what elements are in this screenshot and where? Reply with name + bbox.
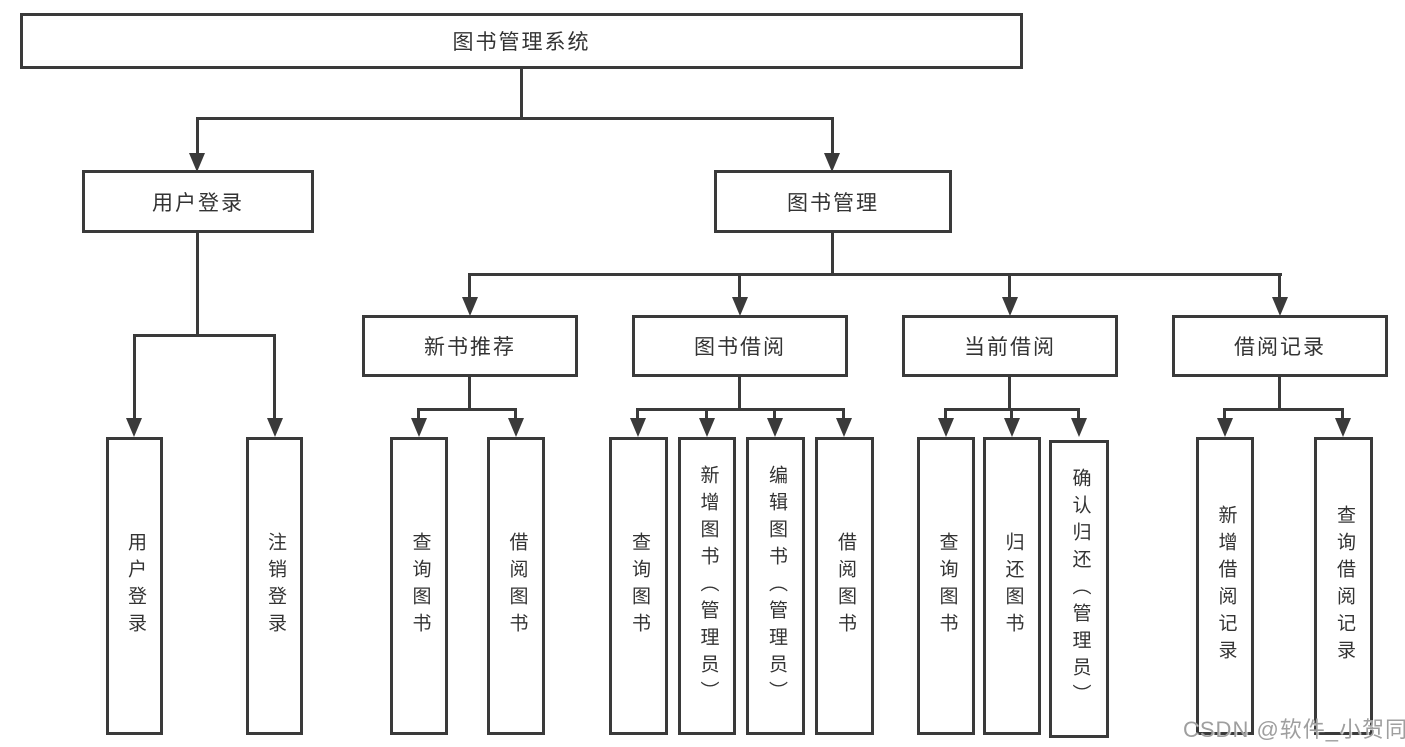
- node-current-borrow: 当前借阅: [902, 315, 1118, 377]
- node-label: 当前借阅: [964, 336, 1056, 359]
- leaf-add-book-admin: 新增图书（管理员）: [678, 437, 736, 735]
- arrowhead-down-icon: [411, 418, 427, 437]
- connector-rail: [636, 408, 845, 411]
- leaf-borrow-books-recommend: 借阅图书: [487, 437, 545, 735]
- leaf-label: 查询图书: [936, 532, 958, 640]
- connector-level3-rail: [468, 273, 1282, 276]
- arrowhead-down-icon: [836, 418, 852, 437]
- connector-stub: [1010, 408, 1013, 418]
- arrowhead-down-icon: [1272, 297, 1288, 316]
- node-label: 新书推荐: [424, 336, 516, 359]
- connector-stem: [738, 377, 741, 411]
- connector-stem: [1278, 377, 1281, 411]
- node-label: 图书借阅: [694, 336, 786, 359]
- arrowhead-down-icon: [824, 153, 840, 172]
- leaf-label: 归还图书: [1002, 532, 1024, 640]
- connector-rail: [417, 408, 517, 411]
- arrowhead-down-icon: [1217, 418, 1233, 437]
- leaf-label: 用户登录: [124, 532, 146, 640]
- leaf-query-borrow-record: 查询借阅记录: [1314, 437, 1373, 735]
- leaf-label: 确认归还（管理员）: [1069, 467, 1091, 711]
- connector-rail: [133, 334, 276, 337]
- leaf-label: 查询图书: [409, 532, 431, 640]
- connector-stub: [1223, 408, 1226, 418]
- arrowhead-down-icon: [189, 153, 205, 172]
- connector-stub: [1278, 273, 1281, 297]
- csdn-watermark: CSDN @软件_小贺同学: [1183, 717, 1405, 742]
- connector-stem: [831, 233, 834, 276]
- leaf-label: 注销登录: [264, 532, 286, 640]
- leaf-return-book: 归还图书: [983, 437, 1041, 735]
- leaf-query-books-borrow: 查询图书: [609, 437, 668, 735]
- node-borrow-records: 借阅记录: [1172, 315, 1388, 377]
- arrowhead-down-icon: [462, 297, 478, 316]
- arrowhead-down-icon: [126, 418, 142, 437]
- leaf-label: 新增图书（管理员）: [697, 464, 719, 708]
- connector-stub: [514, 408, 517, 418]
- leaf-query-books-current: 查询图书: [917, 437, 975, 735]
- connector-stub: [831, 117, 834, 153]
- connector-stub: [1008, 273, 1011, 297]
- node-book-management: 图书管理: [714, 170, 952, 233]
- arrowhead-down-icon: [767, 418, 783, 437]
- node-root: 图书管理系统: [20, 13, 1023, 69]
- leaf-query-books-recommend: 查询图书: [390, 437, 448, 735]
- node-new-book-recommend: 新书推荐: [362, 315, 578, 377]
- connector-stub: [273, 334, 276, 418]
- connector-rail: [1223, 408, 1344, 411]
- leaf-label: 编辑图书（管理员）: [765, 464, 787, 708]
- arrowhead-down-icon: [630, 418, 646, 437]
- connector-stem: [1008, 377, 1011, 411]
- connector-stub: [1341, 408, 1344, 418]
- connector-stub: [944, 408, 947, 418]
- connector-stub: [417, 408, 420, 418]
- node-label: 用户登录: [152, 191, 244, 215]
- connector-stem: [196, 233, 199, 337]
- connector-stub: [1077, 408, 1080, 418]
- arrowhead-down-icon: [732, 297, 748, 316]
- leaf-label: 借阅图书: [506, 532, 528, 640]
- leaf-edit-book-admin: 编辑图书（管理员）: [746, 437, 805, 735]
- leaf-add-borrow-record: 新增借阅记录: [1196, 437, 1254, 735]
- arrowhead-down-icon: [1335, 418, 1351, 437]
- leaf-label: 查询借阅记录: [1333, 505, 1355, 667]
- arrowhead-down-icon: [699, 418, 715, 437]
- node-book-borrow: 图书借阅: [632, 315, 848, 377]
- arrowhead-down-icon: [508, 418, 524, 437]
- leaf-label: 查询图书: [628, 532, 650, 640]
- connector-stem: [468, 377, 471, 411]
- connector-stub: [468, 273, 471, 297]
- arrowhead-down-icon: [267, 418, 283, 437]
- leaf-label: 新增借阅记录: [1215, 505, 1237, 667]
- leaf-label: 借阅图书: [834, 532, 856, 640]
- connector-stub: [133, 334, 136, 418]
- connector-root-stem: [520, 69, 523, 120]
- arrowhead-down-icon: [1004, 418, 1020, 437]
- leaf-logout: 注销登录: [246, 437, 303, 735]
- connector-stub: [738, 273, 741, 297]
- connector-stub: [773, 408, 776, 418]
- connector-stub: [705, 408, 708, 418]
- connector-stub: [842, 408, 845, 418]
- node-label: 图书管理: [787, 191, 879, 215]
- node-root-label: 图书管理系统: [452, 31, 591, 54]
- arrowhead-down-icon: [1071, 418, 1087, 437]
- connector-level2-rail: [196, 117, 833, 120]
- leaf-borrow-books: 借阅图书: [815, 437, 874, 735]
- arrowhead-down-icon: [1002, 297, 1018, 316]
- leaf-user-login: 用户登录: [106, 437, 163, 735]
- connector-stub: [636, 408, 639, 418]
- node-label: 借阅记录: [1234, 336, 1326, 359]
- leaf-confirm-return-admin: 确认归还（管理员）: [1049, 440, 1109, 738]
- arrowhead-down-icon: [938, 418, 954, 437]
- node-user-login: 用户登录: [82, 170, 314, 233]
- connector-stub: [196, 117, 199, 153]
